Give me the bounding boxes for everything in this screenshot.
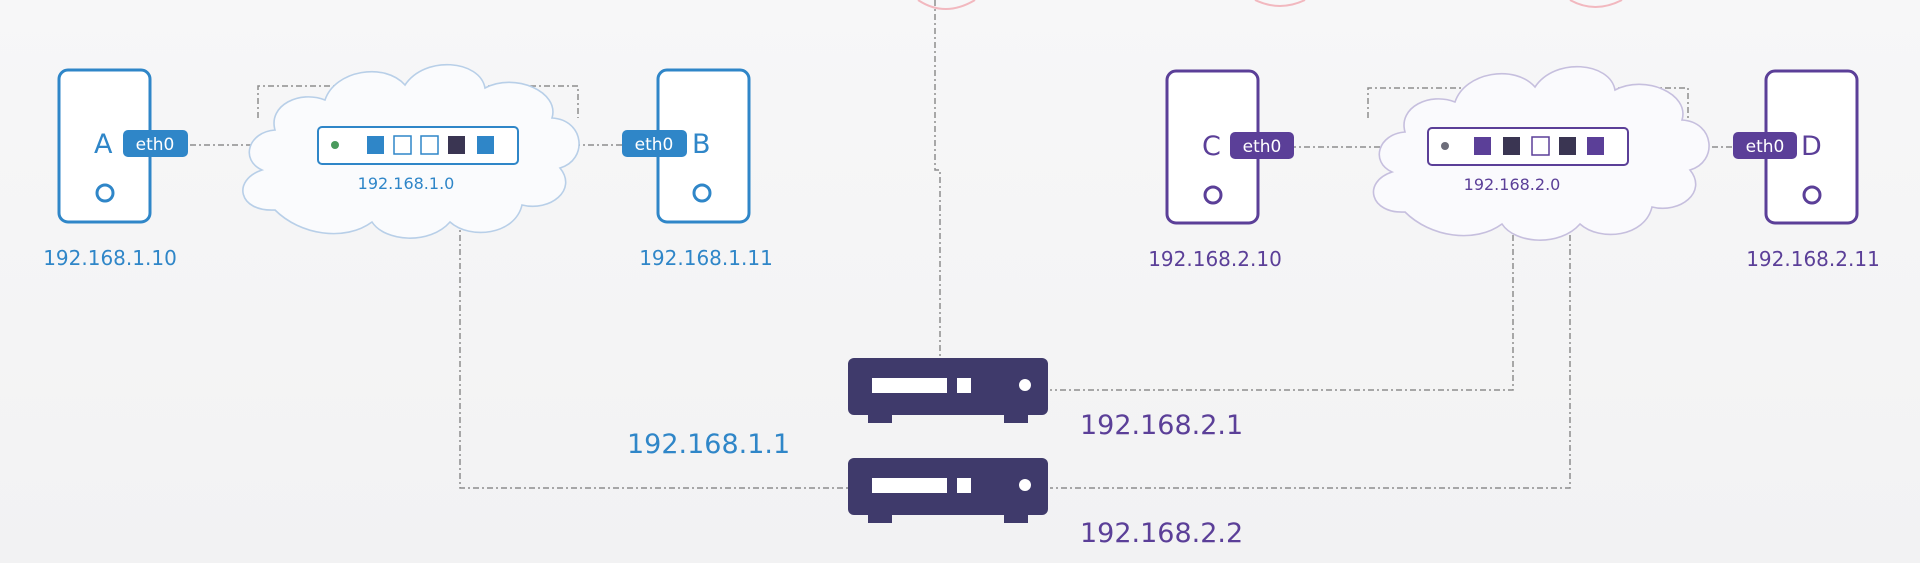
router-bottom-right-ip: 192.168.2.2 bbox=[1080, 518, 1243, 549]
router-slot bbox=[872, 478, 947, 493]
router-top[interactable] bbox=[848, 358, 1048, 423]
router-top-ip: 192.168.2.1 bbox=[1080, 410, 1243, 441]
link-switch1-router-bottom bbox=[459, 165, 848, 489]
switch-port-2 bbox=[393, 135, 412, 155]
router-led bbox=[1019, 379, 1031, 391]
iface-badge bbox=[123, 130, 188, 157]
link-switch2-router-top bbox=[1050, 165, 1514, 391]
switch-right-subnet: 192.168.2.0 bbox=[1464, 175, 1561, 194]
power-indicator bbox=[1203, 185, 1223, 205]
router-led bbox=[1019, 479, 1031, 491]
switch-port-4 bbox=[448, 136, 465, 154]
host-d-name: D bbox=[1801, 131, 1822, 162]
router-foot-left bbox=[868, 415, 892, 423]
host-b[interactable]: eth0 B bbox=[622, 68, 751, 224]
switch-port-4 bbox=[1559, 137, 1576, 155]
iface-label: eth0 bbox=[1746, 137, 1785, 157]
router-port bbox=[957, 478, 971, 493]
host-d[interactable]: eth0 D bbox=[1733, 69, 1859, 225]
switch-port-3 bbox=[1531, 136, 1550, 156]
switch-left[interactable] bbox=[317, 126, 519, 165]
router-bottom-left-ip: 192.168.1.1 bbox=[627, 429, 790, 460]
router-foot-left bbox=[868, 515, 892, 523]
host-a[interactable]: A eth0 bbox=[57, 68, 188, 224]
switch-port-3 bbox=[420, 135, 439, 155]
host-c-name: C bbox=[1202, 131, 1221, 162]
switch-port-1 bbox=[1474, 137, 1491, 155]
iface-badge bbox=[622, 130, 687, 157]
host-d-ip: 192.168.2.11 bbox=[1746, 247, 1880, 271]
power-indicator bbox=[95, 183, 115, 203]
switch-port-2 bbox=[1503, 137, 1520, 155]
link-router-top-uplink bbox=[934, 0, 941, 360]
power-indicator bbox=[1802, 185, 1822, 205]
switch-port-5 bbox=[477, 136, 494, 154]
router-icon bbox=[848, 458, 1048, 515]
switch-right[interactable] bbox=[1427, 127, 1629, 166]
iface-label: eth0 bbox=[1243, 137, 1282, 157]
link-switch1-bracket-right bbox=[487, 85, 579, 128]
router-foot-right bbox=[1004, 515, 1028, 523]
iface-badge bbox=[1733, 132, 1797, 159]
status-led bbox=[1441, 142, 1449, 150]
host-a-ip: 192.168.1.10 bbox=[43, 246, 177, 270]
partial-node-top-2 bbox=[1254, 0, 1306, 7]
router-icon bbox=[848, 358, 1048, 415]
iface-label: eth0 bbox=[635, 135, 674, 155]
partial-node-top-3 bbox=[1569, 0, 1623, 8]
iface-label: eth0 bbox=[136, 135, 175, 155]
switch-left-subnet: 192.168.1.0 bbox=[358, 174, 455, 193]
router-bottom[interactable] bbox=[848, 458, 1048, 523]
host-c-ip: 192.168.2.10 bbox=[1148, 247, 1282, 271]
switch-port-5 bbox=[1587, 137, 1604, 155]
router-port bbox=[957, 378, 971, 393]
host-a-name: A bbox=[94, 129, 113, 160]
link-switch2-router-bottom bbox=[1050, 165, 1571, 489]
offscreen-nodes bbox=[917, 0, 1623, 10]
host-b-name: B bbox=[692, 129, 711, 160]
power-indicator bbox=[692, 183, 712, 203]
partial-node-top-1 bbox=[917, 0, 976, 10]
host-b-ip: 192.168.1.11 bbox=[639, 246, 773, 270]
status-led bbox=[331, 141, 339, 149]
router-slot bbox=[872, 378, 947, 393]
router-foot-right bbox=[1004, 415, 1028, 423]
switch-port-1 bbox=[367, 136, 384, 154]
iface-badge bbox=[1230, 132, 1294, 159]
host-c[interactable]: C eth0 bbox=[1165, 69, 1294, 225]
